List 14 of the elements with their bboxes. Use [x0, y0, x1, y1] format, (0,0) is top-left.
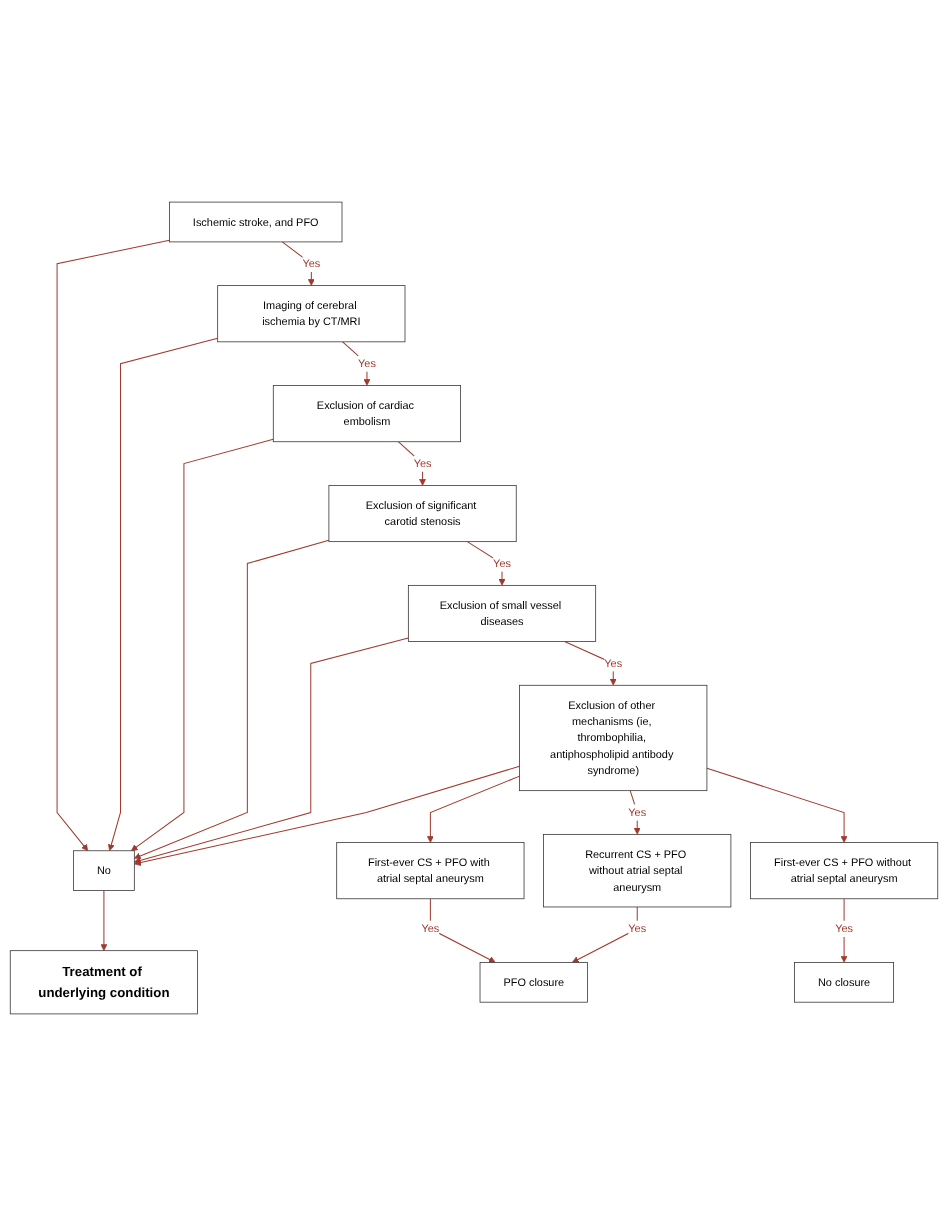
arrow [134, 765, 521, 866]
arrow [108, 337, 219, 852]
arrow [281, 241, 315, 286]
arrow [134, 539, 330, 860]
arrow [840, 898, 848, 963]
arrow [466, 541, 506, 586]
arrow [429, 898, 496, 963]
arrow [426, 775, 521, 843]
arrow [100, 890, 108, 951]
arrow [572, 906, 638, 963]
arrow [134, 637, 409, 864]
arrow [131, 438, 274, 852]
arrow [706, 767, 848, 843]
arrow [56, 239, 170, 852]
